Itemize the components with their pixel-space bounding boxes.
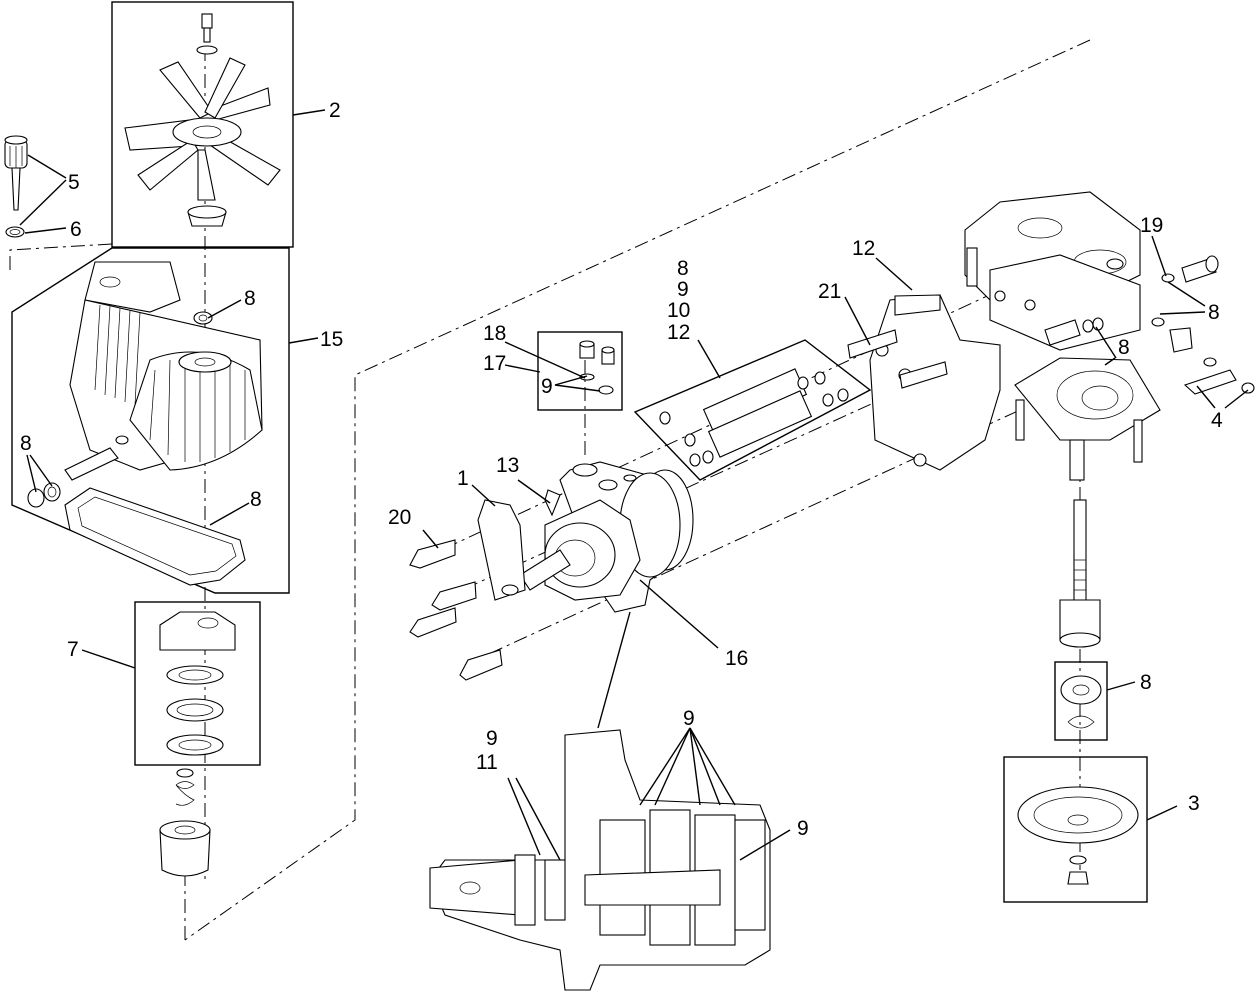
callout-11: 11 (476, 751, 498, 774)
leader-lines (19, 109, 1249, 861)
callout-8-bearing: 8 (1140, 671, 1152, 694)
callout-4: 4 (1211, 409, 1223, 432)
callout-8-right: 8 (1208, 301, 1220, 324)
bearing-8-right (1054, 661, 1108, 741)
pump-bracket (477, 489, 561, 601)
fan-assembly (111, 1, 294, 248)
callout-9-sec: 9 (486, 727, 498, 750)
callout-2: 2 (329, 99, 341, 122)
callout-15: 15 (320, 328, 344, 351)
callout-13: 13 (496, 454, 520, 477)
callout-21: 21 (818, 280, 842, 303)
pump-body (519, 461, 694, 613)
check-valve-box (633, 339, 872, 481)
callout-8-left: 8 (20, 432, 32, 455)
callout-8-fan: 8 (244, 287, 256, 310)
output-shaft (1059, 499, 1101, 648)
spring-and-block (159, 768, 211, 877)
callout-6: 6 (70, 218, 82, 241)
callout-8-stack: 8 (677, 257, 689, 280)
callout-12-stack: 12 (667, 321, 691, 344)
callout-16: 16 (725, 647, 749, 670)
callout-19: 19 (1140, 214, 1164, 237)
callout-18: 18 (483, 322, 507, 345)
callout-20: 20 (388, 506, 412, 529)
callout-12-top: 12 (852, 237, 876, 260)
callout-9-right: 9 (797, 817, 809, 840)
dipstick (4, 135, 28, 238)
gear-housing (1014, 357, 1161, 481)
callout-3: 3 (1188, 792, 1200, 815)
callout-5: 5 (68, 171, 80, 194)
callout-9-valve: 9 (541, 375, 553, 398)
callout-9-top: 9 (683, 707, 695, 730)
callout-17: 17 (483, 352, 507, 375)
pulley-3 (1003, 756, 1148, 903)
callout-10: 10 (667, 299, 691, 322)
upper-cover (964, 191, 1141, 351)
bearing-stack (134, 601, 261, 766)
callout-9-stack: 9 (677, 278, 689, 301)
fan-box (111, 1, 294, 248)
callout-1: 1 (457, 467, 469, 490)
hydro-housing (11, 247, 290, 594)
callout-8-mid: 8 (1118, 336, 1130, 359)
callout-8-gasket: 8 (250, 488, 262, 511)
bolts-20 (409, 539, 519, 681)
center-section (847, 294, 1001, 471)
section-view (429, 729, 771, 991)
valve-box (537, 331, 623, 411)
callout-7: 7 (67, 638, 79, 661)
